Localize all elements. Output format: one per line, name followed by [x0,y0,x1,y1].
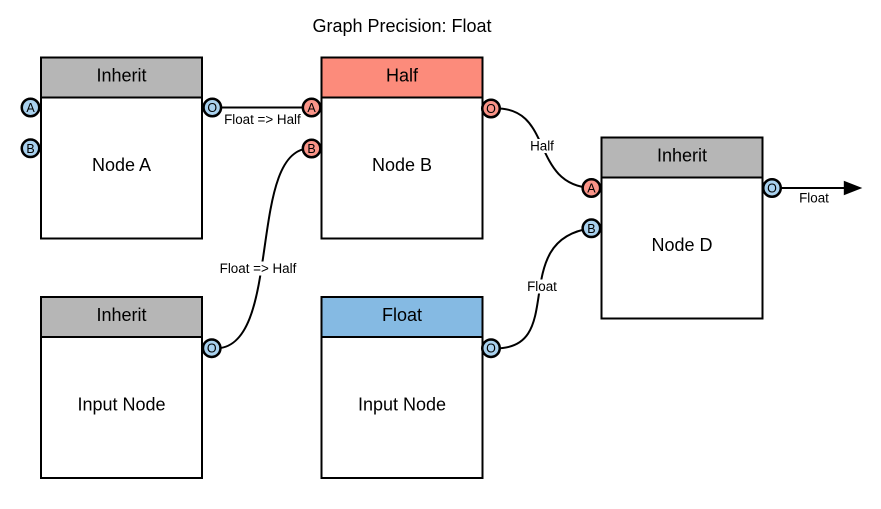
svg-text:Float: Float [382,305,422,325]
svg-text:A: A [307,101,316,115]
svg-text:O: O [767,182,777,196]
svg-text:Float => Half: Float => Half [224,112,301,127]
svg-text:O: O [486,342,496,356]
svg-text:O: O [207,101,217,115]
svg-text:B: B [307,142,315,156]
svg-text:Inherit: Inherit [657,146,707,166]
svg-text:Inherit: Inherit [96,305,146,325]
svg-text:Node A: Node A [92,155,151,175]
svg-text:O: O [486,102,496,116]
svg-text:Float => Half: Float => Half [220,261,297,276]
svg-text:Node B: Node B [372,155,432,175]
svg-text:Input Node: Input Node [358,395,446,415]
svg-text:Float: Float [799,191,829,206]
svg-text:Inherit: Inherit [96,66,146,86]
svg-text:O: O [207,342,217,356]
svg-text:A: A [587,182,596,196]
svg-text:B: B [587,222,595,236]
svg-text:Input Node: Input Node [77,395,165,415]
svg-text:Graph Precision: Float: Graph Precision: Float [312,16,491,36]
svg-text:B: B [26,142,34,156]
svg-text:Half: Half [386,66,419,86]
svg-text:Half: Half [530,139,554,154]
svg-text:Float: Float [527,279,557,294]
svg-text:Node D: Node D [651,235,712,255]
svg-text:A: A [26,101,35,115]
